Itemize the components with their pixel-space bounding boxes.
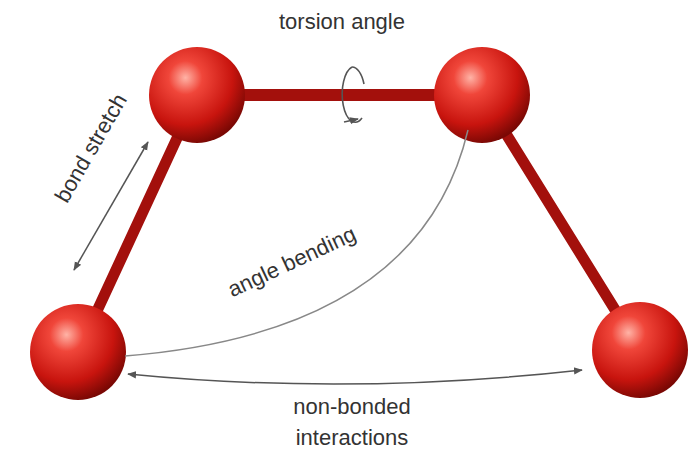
non-bonded-arrow bbox=[128, 370, 582, 384]
torsion-label: torsion angle bbox=[279, 7, 405, 38]
torsion-arrow bbox=[344, 119, 358, 122]
atom bbox=[149, 47, 245, 143]
atoms bbox=[30, 47, 688, 400]
non-bonded-label: non-bonded interactions bbox=[252, 392, 452, 454]
angle-bending-label: angle bending bbox=[223, 219, 361, 305]
torsion-loop bbox=[342, 67, 362, 122]
atom bbox=[592, 302, 688, 398]
bonds bbox=[78, 95, 640, 352]
angle-bending-arc bbox=[125, 130, 468, 356]
atom bbox=[30, 304, 126, 400]
bond-stretch-label: bond stretch bbox=[48, 88, 135, 208]
atom bbox=[434, 47, 530, 143]
torsion-loop bbox=[352, 67, 364, 84]
